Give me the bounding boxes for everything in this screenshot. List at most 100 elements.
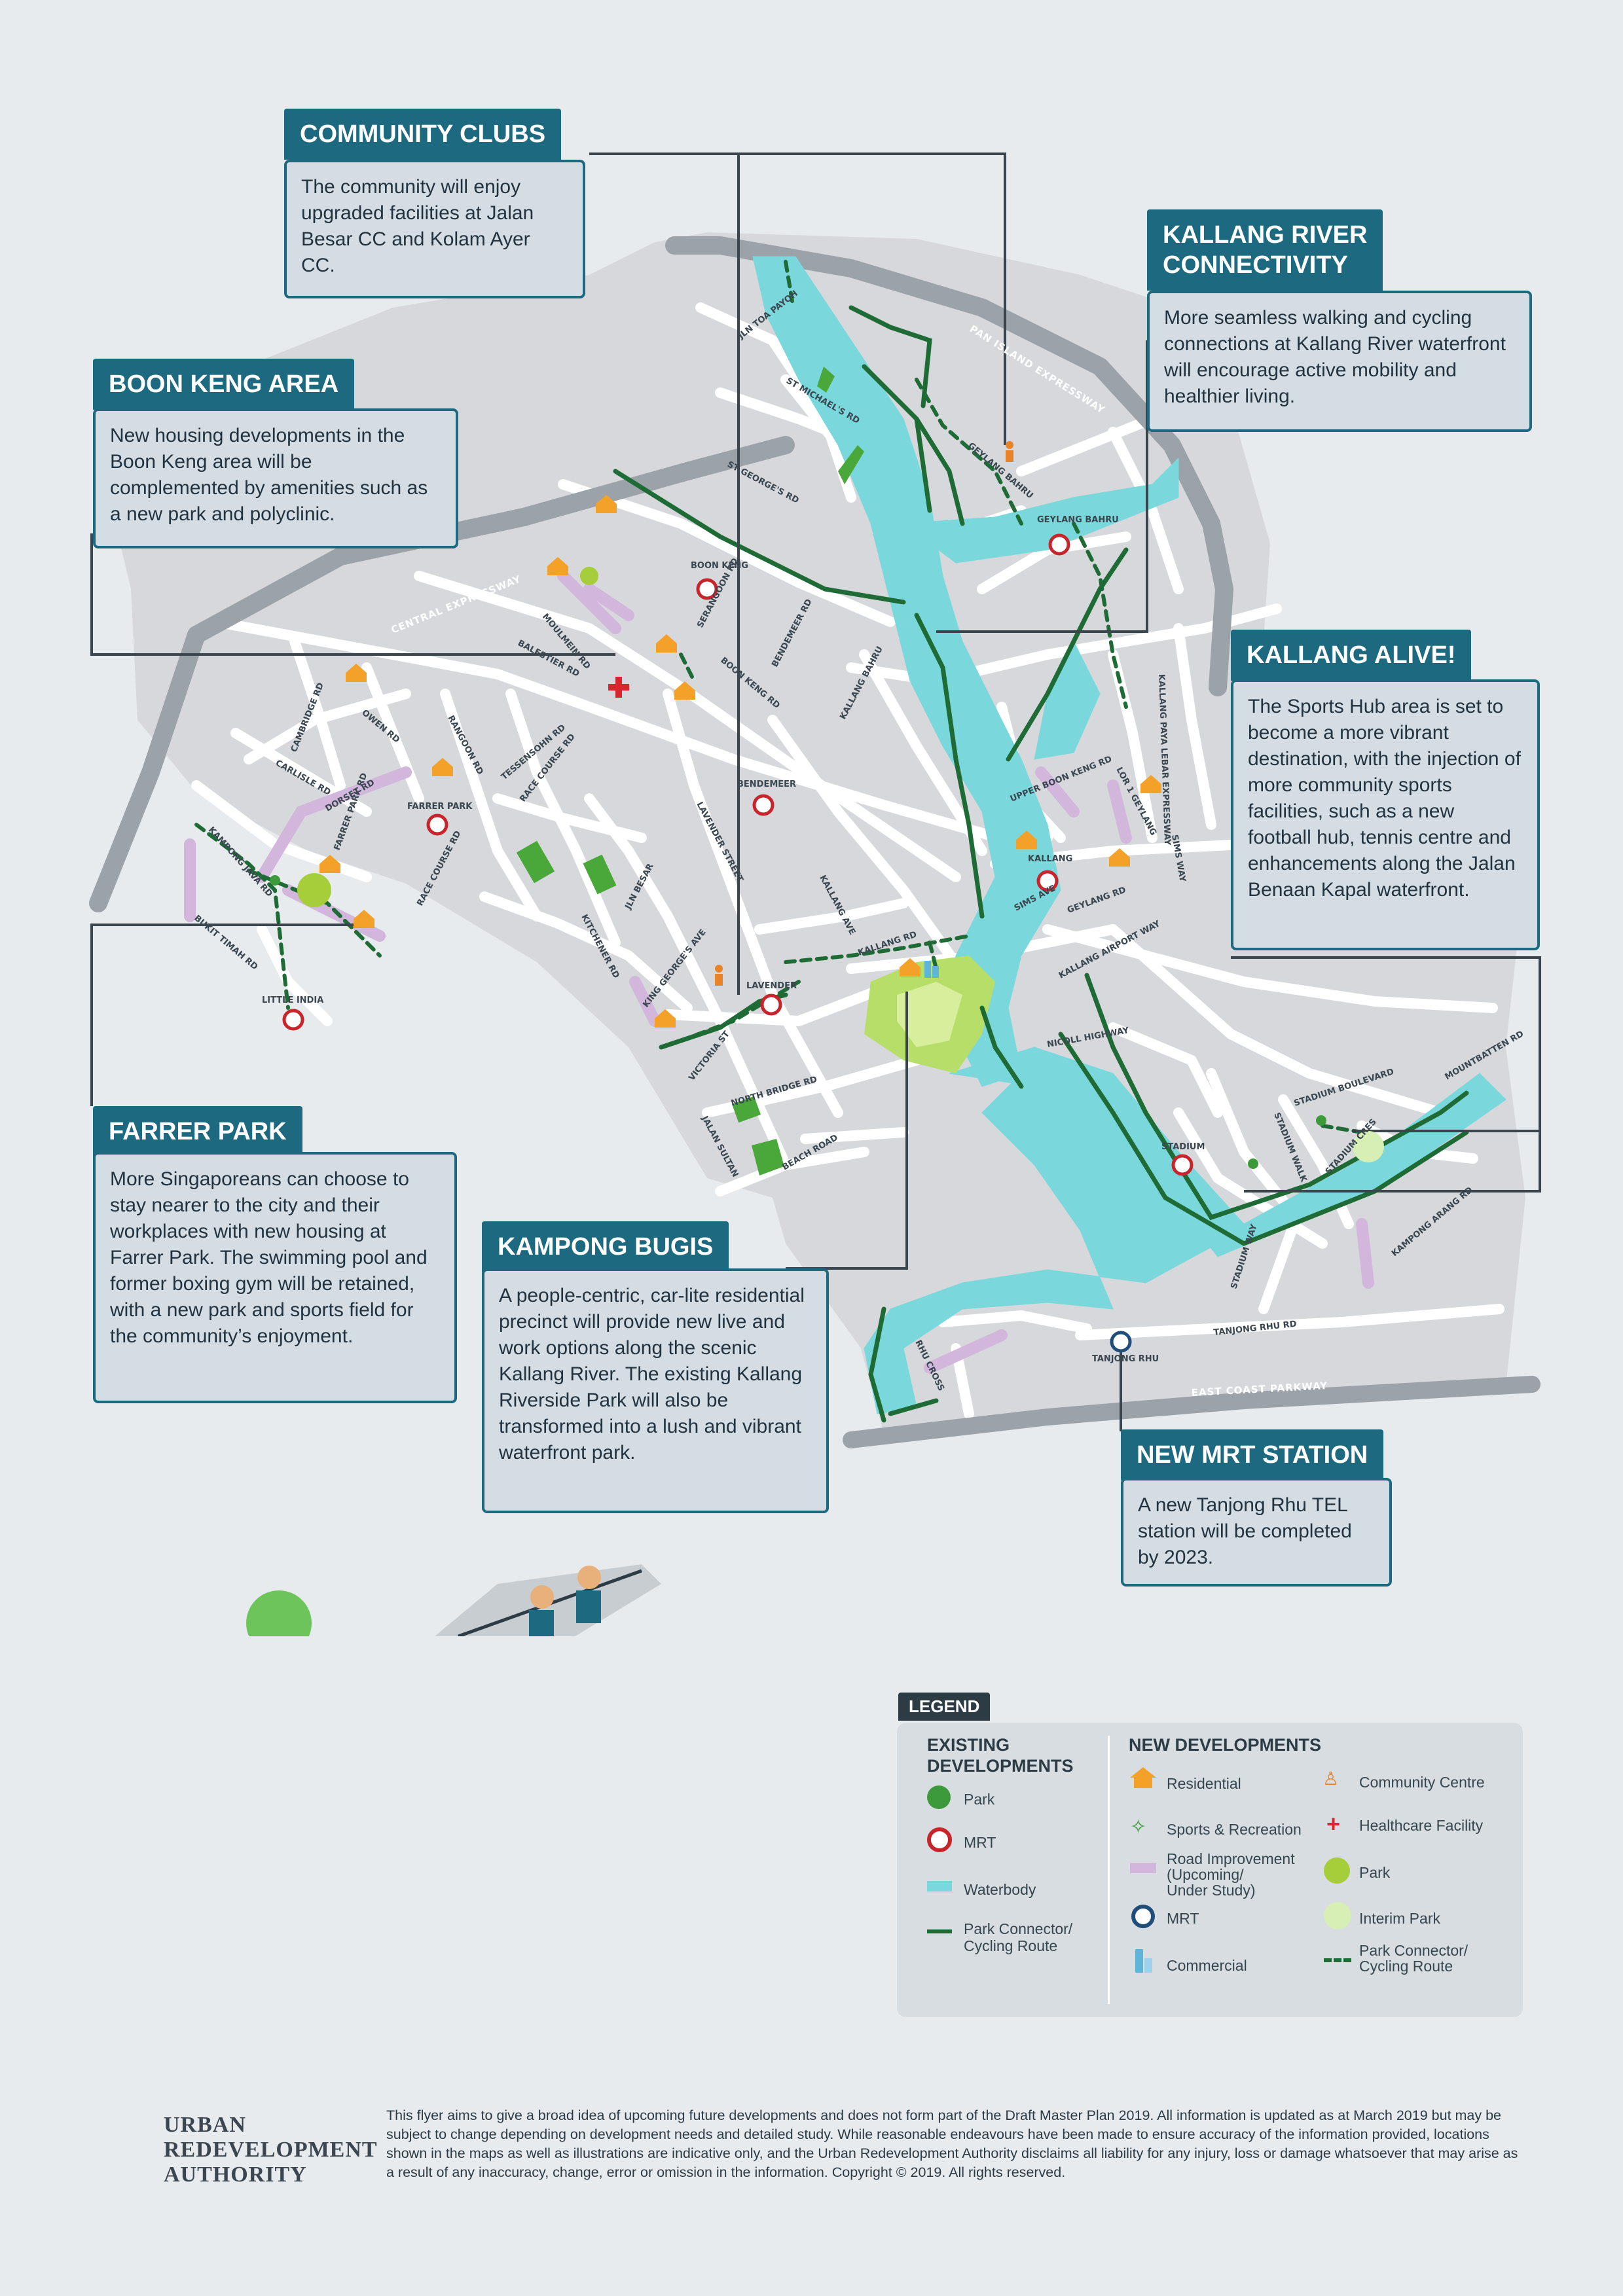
legend-new-road-line1: Road Improvement [1167, 1850, 1295, 1867]
community-illustration [246, 1564, 661, 1636]
residential-icon [1140, 775, 1161, 793]
legend-new-sports: Sports & Recreation [1167, 1821, 1302, 1838]
healthcare-icon: + [1326, 1810, 1341, 1837]
sports-icon [1316, 1115, 1326, 1126]
central-expressway [89, 436, 795, 912]
legend-new-road-line2: (Upcoming/ [1167, 1866, 1244, 1883]
residential-icon [1130, 1767, 1156, 1778]
new-park-small-icon [580, 567, 598, 585]
legend-new-connector-line1: Park Connector/ [1359, 1942, 1468, 1959]
residential-icon [655, 1009, 676, 1028]
station-label-bendemeer: BENDEMEER [737, 780, 796, 789]
pan-island-expressway [665, 236, 1233, 696]
callout-title: KAMPONG BUGIS [482, 1221, 729, 1272]
mrt-tanjong-rhu-icon [1110, 1331, 1132, 1353]
disclaimer: This flyer aims to give a broad idea of … [386, 2108, 1518, 2180]
new-park-connector-icon [1324, 1958, 1351, 1962]
callout-title: FARRER PARK [93, 1106, 302, 1157]
residential-icon [1109, 848, 1130, 867]
logo-line2: REDEVELOPMENT [164, 2138, 378, 2162]
legend-divider [1108, 1736, 1110, 2004]
station-label-farrer-park: FARRER PARK [407, 802, 473, 812]
legend-new-road-line3: Under Study) [1167, 1882, 1256, 1899]
station-labels: BOON KENG GEYLANG BAHRU BENDEMEER FARRER… [262, 515, 1205, 1364]
residential-icon [1016, 831, 1037, 849]
residential-icon [346, 664, 367, 682]
station-label-little-india: LITTLE INDIA [262, 996, 323, 1005]
legend-new-mrt: MRT [1167, 1910, 1199, 1927]
residential-icon [900, 958, 921, 977]
mrt-icon [927, 1827, 952, 1852]
sports-icon: ✧ [1130, 1816, 1147, 1838]
road-improvement-icon [1130, 1863, 1156, 1873]
commercial-icon [924, 961, 939, 978]
interim-park-icon [1324, 1902, 1351, 1929]
label-bukit-timah: BUKIT TIMAH RD [192, 914, 259, 973]
callout-title: BOON KENG AREA [93, 359, 355, 410]
callout-title-line2: CONNECTIVITY [1163, 251, 1348, 279]
callout-text: A new Tanjong Rhu TEL station will be co… [1121, 1478, 1392, 1587]
legend-existing-connector-line2: Cycling Route [964, 1937, 1058, 1954]
station-label-stadium: STADIUM [1161, 1142, 1205, 1152]
new-park-icon [1324, 1857, 1350, 1884]
station-label-boon-keng: BOON KENG [691, 561, 748, 571]
callout-text: New housing developments in the Boon Ken… [93, 408, 458, 548]
callout-title-line1: KALLANG RIVER [1163, 221, 1368, 249]
new-park-connectors [194, 260, 1364, 1134]
legend-existing-park: Park [964, 1791, 995, 1808]
callout-title: NEW MRT STATION [1121, 1429, 1384, 1480]
commercial-icon [1135, 1949, 1143, 1973]
legend-existing-connector: Park Connector/ Cycling Route [964, 1920, 1072, 1954]
interim-park-icon [1353, 1131, 1384, 1162]
sports-markers [270, 875, 1326, 1169]
mrt-kallang-icon [1036, 870, 1059, 892]
logo-line3: AUTHORITY [164, 2162, 307, 2187]
new-park-icon [297, 873, 331, 907]
legend-new-connector-line2: Cycling Route [1359, 1958, 1453, 1975]
station-label-tanjong-rhu: TANJONG RHU [1092, 1354, 1159, 1364]
mrt-farrer-park-icon [426, 814, 448, 836]
sports-icon [270, 875, 280, 886]
legend-tab: LEGEND [898, 1693, 991, 1721]
waterbody-icon [927, 1881, 952, 1892]
residential-icon [547, 557, 568, 575]
legend-new-community-centre: Community Centre [1359, 1774, 1485, 1791]
residential-icon [319, 855, 340, 873]
community-centre-markers [715, 441, 1013, 986]
kallang-river [752, 256, 1506, 1414]
community-centre-icon [1006, 441, 1013, 462]
callout-text: A people-centric, car-lite residential p… [482, 1268, 829, 1513]
healthcare-icon [608, 677, 629, 698]
legend-new-healthcare: Healthcare Facility [1359, 1817, 1484, 1834]
park-icon [927, 1785, 951, 1809]
callout-title: KALLANG RIVER CONNECTIVITY [1147, 209, 1383, 291]
legend-new-heading: NEW DEVELOPMENTS [1129, 1735, 1322, 1755]
ura-logo-text: URBAN REDEVELOPMENT AUTHORITY [164, 2113, 378, 2187]
station-label-kallang: KALLANG [1028, 854, 1072, 864]
callout-text: The Sports Hub area is set to become a m… [1231, 679, 1540, 950]
legend-existing-heading: EXISTING DEVELOPMENTS [927, 1734, 1074, 1776]
callout-title: KALLANG ALIVE! [1231, 630, 1472, 681]
callout-text: More Singaporeans can choose to stay nea… [93, 1152, 457, 1403]
mrt-geylang-bahru-icon [1048, 533, 1070, 556]
mrt-boon-keng-icon [696, 578, 718, 600]
riverside-park-inner [897, 982, 962, 1047]
park-connector-icon [927, 1929, 952, 1933]
legend-new-road-improvement: Road Improvement (Upcoming/ Under Study) [1167, 1851, 1295, 1898]
existing-parks [516, 367, 864, 1175]
mrt-bendemeer-icon [752, 794, 775, 816]
residential-icon [656, 634, 677, 653]
legend-existing-heading-line1: EXISTING [927, 1735, 1010, 1755]
logo-line1: URBAN [164, 2113, 246, 2137]
callout-text: The community will enjoy upgraded facili… [284, 160, 585, 298]
callout-title: COMMUNITY CLUBS [284, 109, 562, 160]
residential-icon-base [1134, 1778, 1152, 1788]
legend-new-interim-park: Interim Park [1359, 1910, 1440, 1927]
station-label-lavender: LAVENDER [746, 981, 797, 991]
east-coast-parkway [843, 1376, 1541, 1448]
commercial-icon-2 [1144, 1958, 1152, 1973]
mrt-lavender-icon [760, 994, 782, 1016]
residential-markers [319, 495, 1161, 1028]
legend-new-connector: Park Connector/ Cycling Route [1359, 1943, 1468, 1974]
legend-existing-connector-line1: Park Connector/ [964, 1920, 1073, 1937]
